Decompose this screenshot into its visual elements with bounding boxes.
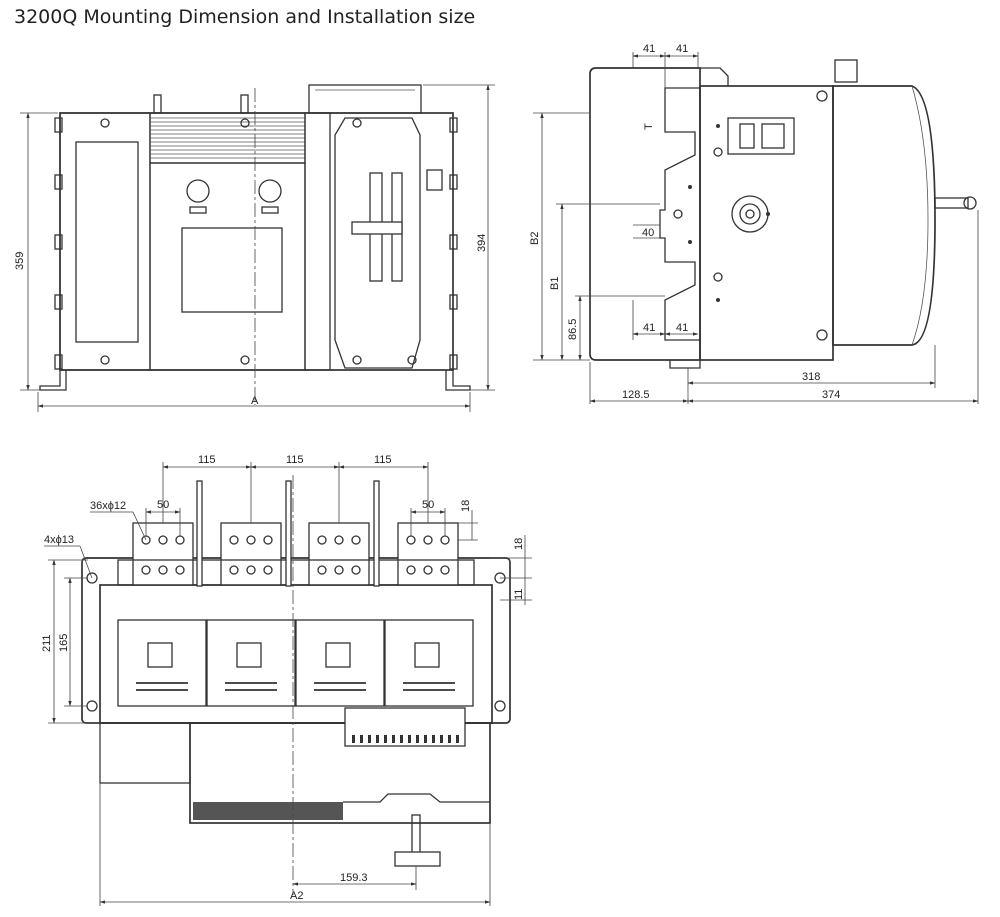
top-handle-159-3: 159.3	[340, 872, 368, 884]
side-label-T: T	[643, 123, 655, 130]
side-front-cover	[832, 85, 936, 346]
front-width-label: A	[251, 395, 259, 407]
top-height-165: 165	[58, 634, 70, 652]
side-rear-plate	[589, 67, 701, 361]
side-left-128-5: 128.5	[622, 389, 650, 401]
top-pitch-3: 115	[374, 454, 392, 466]
top-phase-compartments	[117, 619, 474, 707]
top-handle-grip	[394, 851, 441, 867]
top-mechanism-grille	[193, 802, 343, 820]
top-bar-50-left: 50	[157, 499, 169, 511]
front-foot-right	[445, 370, 471, 391]
side-label-B1: B1	[549, 277, 561, 290]
front-handle-bar	[351, 221, 403, 235]
connector-pins	[352, 735, 459, 743]
top-view: 115 115 115 50 50 18 36xϕ12 4xϕ13 18 11	[41, 454, 532, 906]
front-body-outline	[59, 112, 454, 371]
top-bar-50-right: 50	[422, 499, 434, 511]
side-depth-318: 318	[802, 371, 820, 383]
top-terminal-bars	[117, 522, 475, 586]
side-view: 41 41 T 40 B2 B1 86.5 41 41 318 128.5 37…	[529, 43, 979, 404]
page-title: 3200Q Mounting Dimension and Installatio…	[14, 6, 476, 28]
side-shaft-inner	[739, 203, 761, 225]
front-top-block	[308, 84, 422, 114]
side-shaft-outer	[731, 195, 769, 233]
front-handle-housing	[334, 117, 421, 369]
top-pitch-2: 115	[286, 454, 304, 466]
front-screws	[54, 117, 458, 370]
indicator-left	[186, 179, 210, 203]
indicator-right	[258, 179, 282, 203]
front-nameplate-window	[75, 141, 139, 343]
side-main-body	[699, 85, 834, 361]
side-handle	[934, 197, 969, 209]
front-height-left: 359	[14, 252, 26, 270]
front-left-panel	[59, 112, 151, 371]
side-top-41-a: 41	[643, 43, 655, 55]
side-dim-40: 40	[642, 227, 654, 239]
front-display-window	[181, 227, 283, 313]
side-top-connector	[834, 59, 858, 83]
top-holes-label: 36xϕ12	[90, 500, 126, 512]
side-depth-374: 374	[822, 389, 840, 401]
side-label-B2: B2	[529, 232, 541, 245]
side-top-41-b: 41	[676, 43, 688, 55]
top-height-211: 211	[41, 634, 53, 652]
side-bottom-41-b: 41	[676, 322, 688, 334]
top-side-18: 18	[513, 538, 525, 550]
top-bar-18-right: 18	[460, 500, 472, 512]
front-height-right: 394	[476, 234, 488, 252]
front-view: A 359 394	[14, 84, 495, 412]
side-screws	[673, 90, 828, 341]
side-dim-86-5: 86.5	[567, 319, 579, 340]
side-terminal-profile	[659, 87, 700, 341]
front-foot-left	[39, 370, 67, 391]
top-side-11: 11	[513, 589, 525, 600]
top-pitch-1: 115	[198, 454, 216, 466]
top-phase-barriers	[196, 480, 380, 587]
top-control-connector	[344, 707, 466, 747]
top-mount-holes-label: 4xϕ13	[44, 534, 74, 546]
top-width-label: A2	[290, 890, 303, 902]
vent-lines	[150, 117, 305, 159]
side-bottom-41-a: 41	[643, 322, 655, 334]
